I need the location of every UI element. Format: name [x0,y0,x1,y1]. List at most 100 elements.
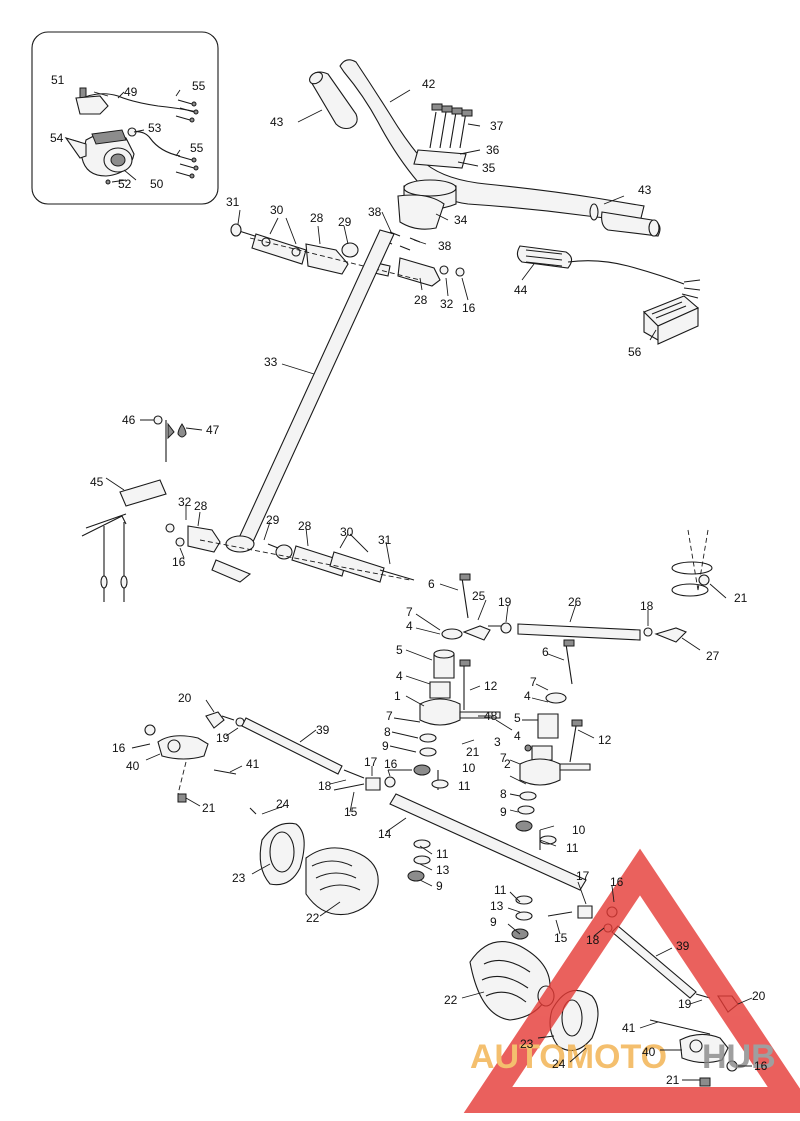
watermark-triangle [463,848,800,1113]
callout-23a: 23 [232,871,246,885]
callout-20a: 20 [178,691,192,705]
callout-29b: 29 [266,513,280,527]
steering-shaft-33 [237,229,395,545]
callout-11b: 11 [566,841,579,855]
callout-5a: 5 [396,643,403,657]
callout-32a: 32 [440,297,454,311]
callout-36: 36 [486,143,500,157]
callout-12a: 12 [484,679,498,693]
pivot-2-stack [515,639,591,832]
callout-29a: 29 [338,215,352,229]
callout-7b: 7 [530,675,537,689]
callout-16c: 16 [112,741,126,755]
callout-2: 2 [504,757,511,771]
callout-54: 54 [50,131,64,145]
tie-rod-39-left [144,711,396,803]
callout-21a: 21 [734,591,748,605]
callout-4a: 4 [406,619,413,633]
callout-43b: 43 [638,183,652,197]
callout-11c: 11 [436,847,449,861]
pivot-1-stack [413,573,501,776]
callout-17a: 17 [364,755,378,769]
callout-52: 52 [118,177,132,191]
callout-10b: 10 [572,823,586,837]
callout-28d: 28 [298,519,312,533]
callout-44: 44 [514,283,528,297]
callout-6a: 6 [428,577,435,591]
cross-bar-14 [389,770,587,940]
callout-5b: 5 [514,711,521,725]
callout-21c: 21 [202,801,216,815]
callout-32b: 32 [178,495,192,509]
callout-17b: 17 [576,869,590,883]
callout-18a: 18 [640,599,654,613]
callout-38a: 38 [368,205,382,219]
callout-15a: 15 [344,805,358,819]
callout-10a: 10 [462,761,476,775]
watermark-text-1: AUTOMOTO [470,1038,667,1076]
callout-40a: 40 [126,759,140,773]
callout-31b: 31 [378,533,392,547]
callout-53: 53 [148,121,162,135]
callout-25: 25 [472,589,486,603]
callout-3: 3 [494,735,501,749]
tie-rod-26 [462,529,713,643]
callout-9a: 9 [382,739,389,753]
callout-47: 47 [206,423,220,437]
callout-48: 48 [484,709,498,723]
callout-7c: 7 [386,709,393,723]
callout-21b: 21 [466,745,480,759]
callout-8a: 8 [384,725,391,739]
boot-22-23-left [249,807,379,916]
inset-switch-assembly [31,31,219,205]
grip-43-right [601,211,661,237]
callout-11a: 11 [458,779,471,793]
callout-14: 14 [378,827,392,841]
callout-16d: 16 [384,757,398,771]
callout-16e: 16 [610,875,624,889]
callout-33: 33 [264,355,278,369]
callout-28a: 28 [310,211,324,225]
bracket-49 [75,95,109,115]
grip-43-left [309,71,358,130]
callout-6b: 6 [542,645,549,659]
callout-9d: 9 [490,915,497,929]
callout-18c: 18 [586,933,600,947]
callout-13b: 13 [490,899,504,913]
callout-31a: 31 [226,195,240,209]
cable-53 [129,131,181,157]
callout-37: 37 [490,119,504,133]
callout-24b: 24 [552,1057,566,1071]
callout-16a: 16 [462,301,476,315]
callout-19a: 19 [498,595,512,609]
watermark: AUTOMOTO HUB [463,848,800,1113]
callout-1: 1 [394,689,401,703]
screw-52 [105,179,111,185]
callout-12b: 12 [598,733,612,747]
callout-50: 50 [150,177,164,191]
callout-7d: 7 [500,751,507,765]
connector-55b [175,155,199,179]
callout-21d: 21 [666,1073,680,1087]
lower-linkage [165,523,415,583]
callout-16f: 16 [754,1059,768,1073]
callout-30a: 30 [270,203,284,217]
callout-8b: 8 [500,787,507,801]
callout-11d: 11 [494,883,507,897]
callout-19b: 19 [216,731,230,745]
cable-49 [77,93,199,113]
choke-assembly [81,415,187,602]
callout-41b: 41 [622,1021,636,1035]
callout-19c: 19 [678,997,692,1011]
callout-22a: 22 [306,911,320,925]
callout-18b: 18 [318,779,332,793]
callout-51: 51 [51,73,65,87]
callout-9c: 9 [436,879,443,893]
callout-28b: 28 [414,293,428,307]
bolts-37 [429,103,473,149]
callout-24a: 24 [276,797,290,811]
callout-9b: 9 [500,805,507,819]
callout-55b: 55 [190,141,204,155]
callout-20b: 20 [752,989,766,1003]
